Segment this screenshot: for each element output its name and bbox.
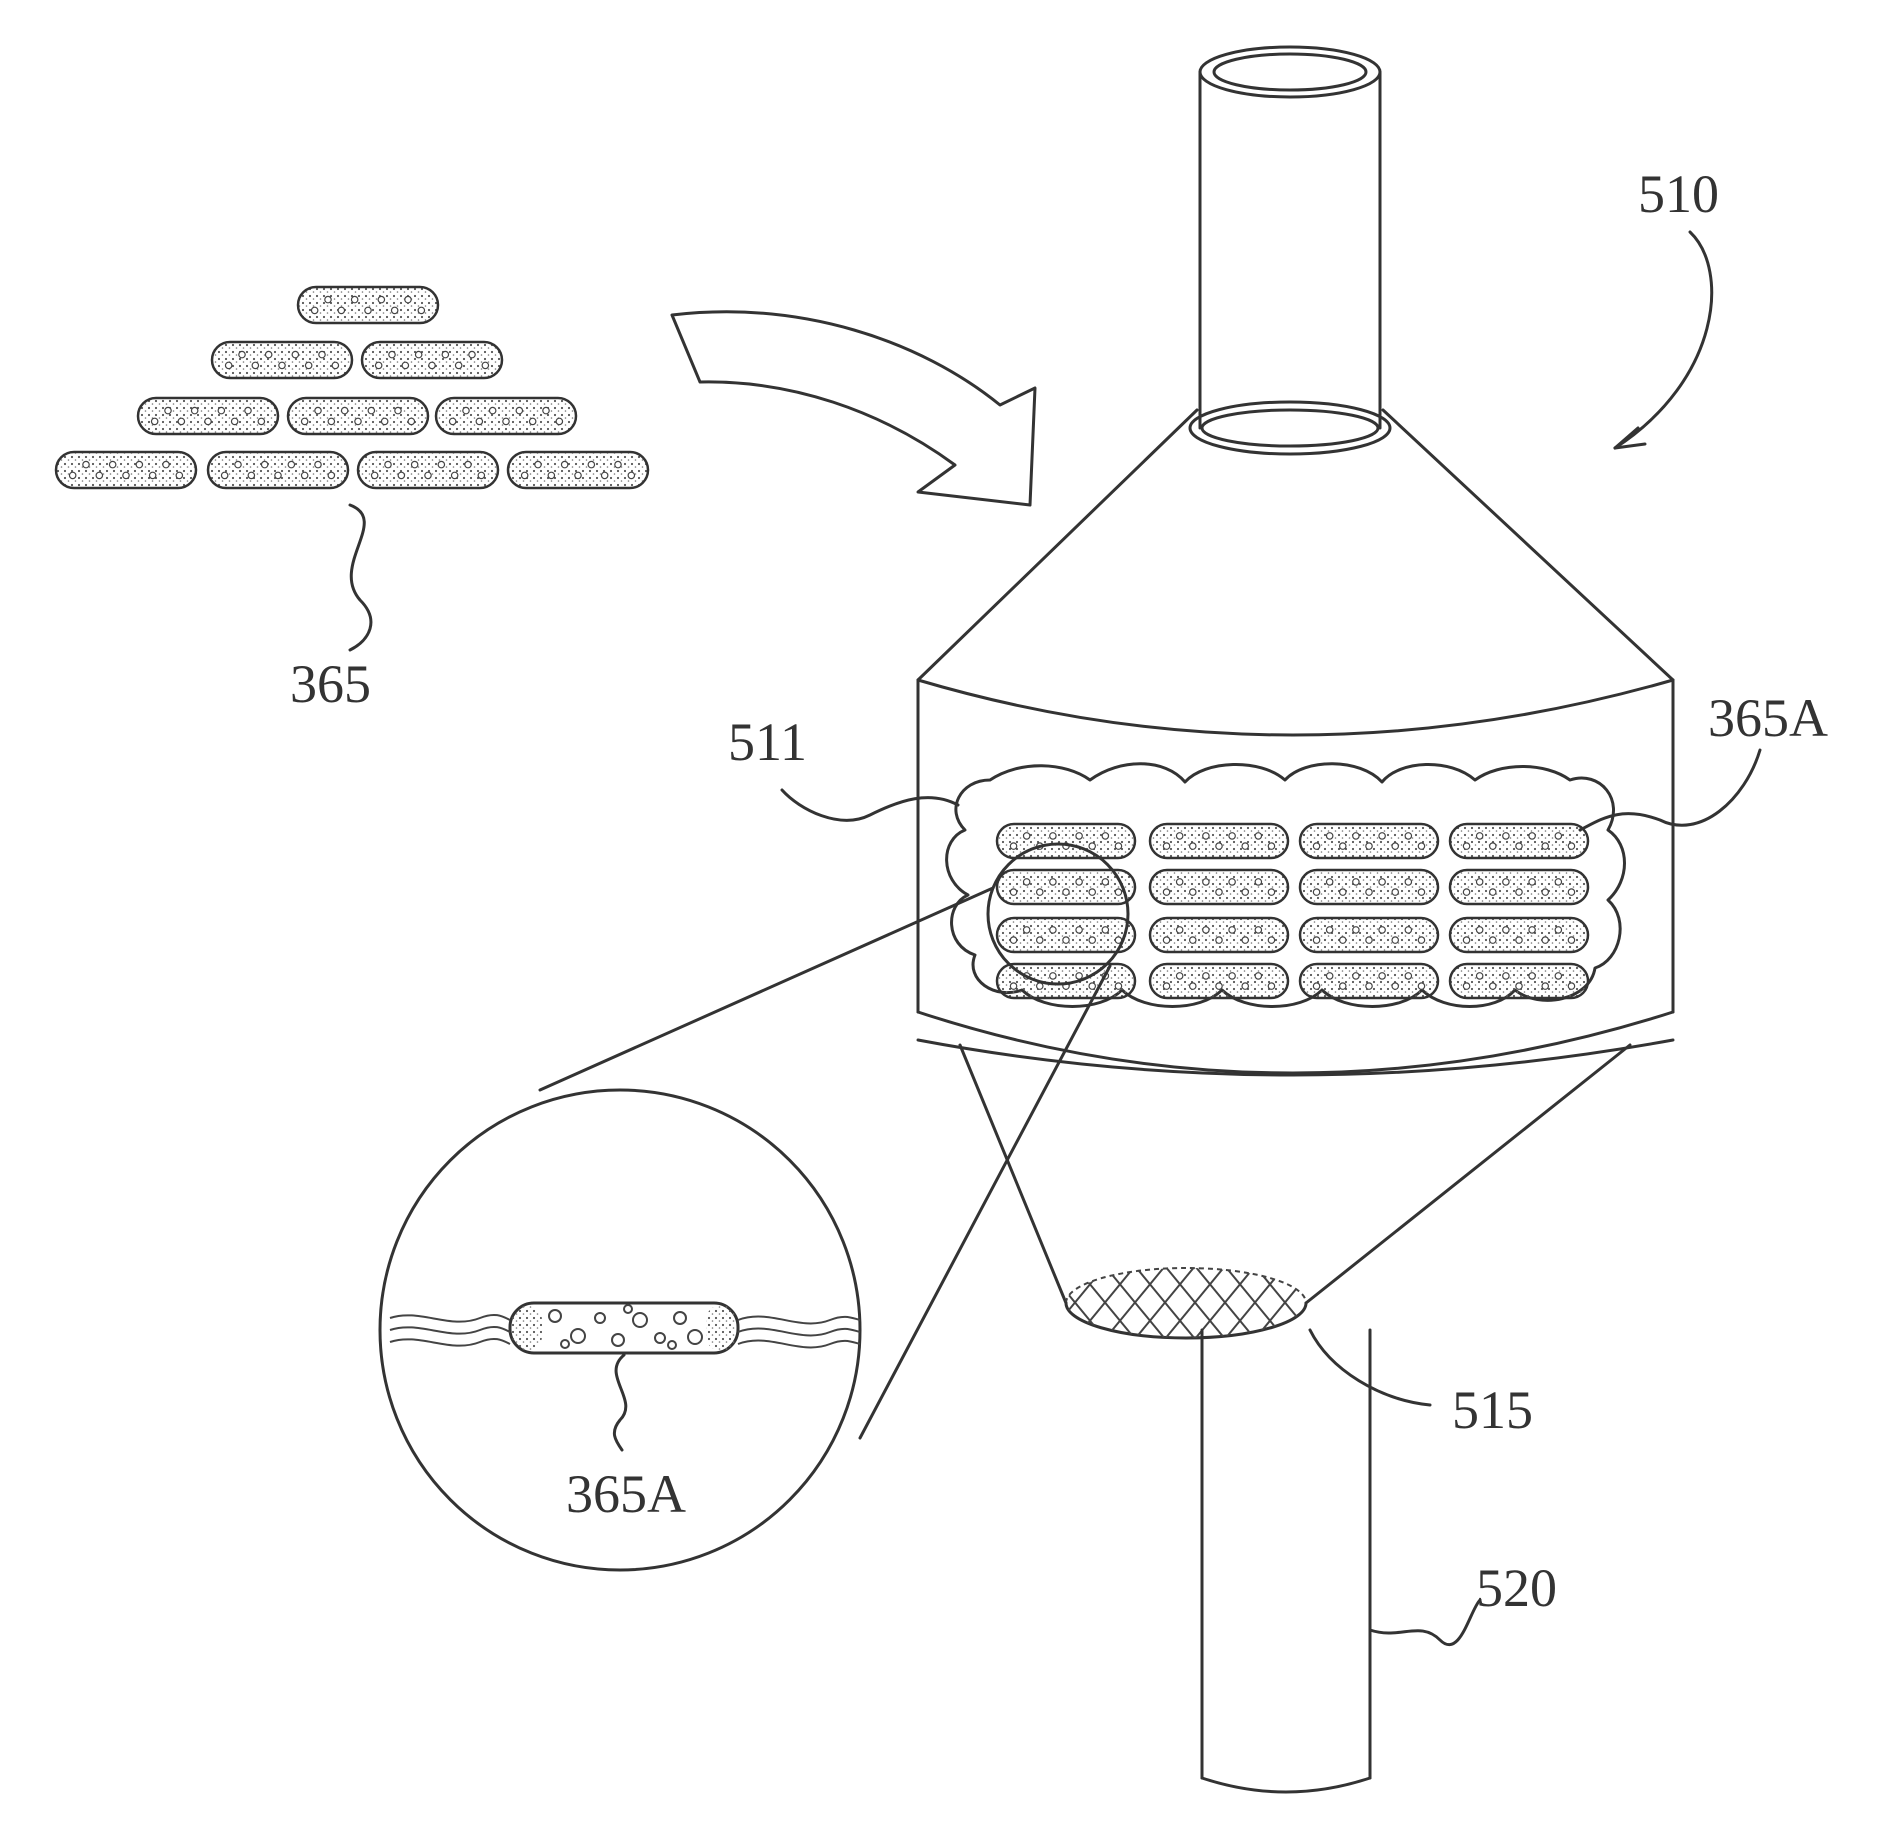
leader-365A-magnified <box>614 1355 625 1450</box>
leader-511 <box>782 790 958 820</box>
pellet <box>298 287 438 323</box>
pellet <box>1450 918 1588 952</box>
label-365: 365 <box>290 654 371 714</box>
label-510: 510 <box>1638 164 1719 224</box>
label-515: 515 <box>1452 1380 1533 1440</box>
curved-arrow-icon <box>672 312 1035 505</box>
leader-520 <box>1370 1600 1480 1645</box>
pellet <box>1150 870 1288 904</box>
pellet <box>56 452 196 488</box>
crosshatch-mesh-icon <box>860 1260 1410 1345</box>
pellet <box>358 452 498 488</box>
pellet-pile <box>56 287 648 488</box>
pellet <box>1300 918 1438 952</box>
leader-510 <box>1615 232 1712 448</box>
label-511: 511 <box>728 712 807 772</box>
top-inlet-pipe <box>1190 47 1390 454</box>
pellet <box>1300 824 1438 858</box>
pellet <box>1300 964 1438 998</box>
leader-365 <box>350 505 371 650</box>
pellet <box>997 964 1135 998</box>
pellet <box>997 870 1135 904</box>
pellet <box>1450 824 1588 858</box>
pellet <box>1300 870 1438 904</box>
pellet <box>508 452 648 488</box>
bottom-outlet-pipe <box>1202 1330 1370 1792</box>
label-365A-vessel: 365A <box>1708 688 1828 748</box>
pellet <box>138 398 278 434</box>
pellet <box>1150 918 1288 952</box>
label-520: 520 <box>1476 1558 1557 1618</box>
pellet <box>1150 964 1288 998</box>
pellet <box>1450 964 1588 998</box>
pellet <box>997 918 1135 952</box>
pellet <box>212 342 352 378</box>
pellet <box>1150 824 1288 858</box>
pellet <box>436 398 576 434</box>
pellet <box>288 398 428 434</box>
pellet <box>1450 870 1588 904</box>
pellet <box>208 452 348 488</box>
pellet <box>997 824 1135 858</box>
label-365A-magnified: 365A <box>566 1464 686 1524</box>
pellet <box>362 342 502 378</box>
